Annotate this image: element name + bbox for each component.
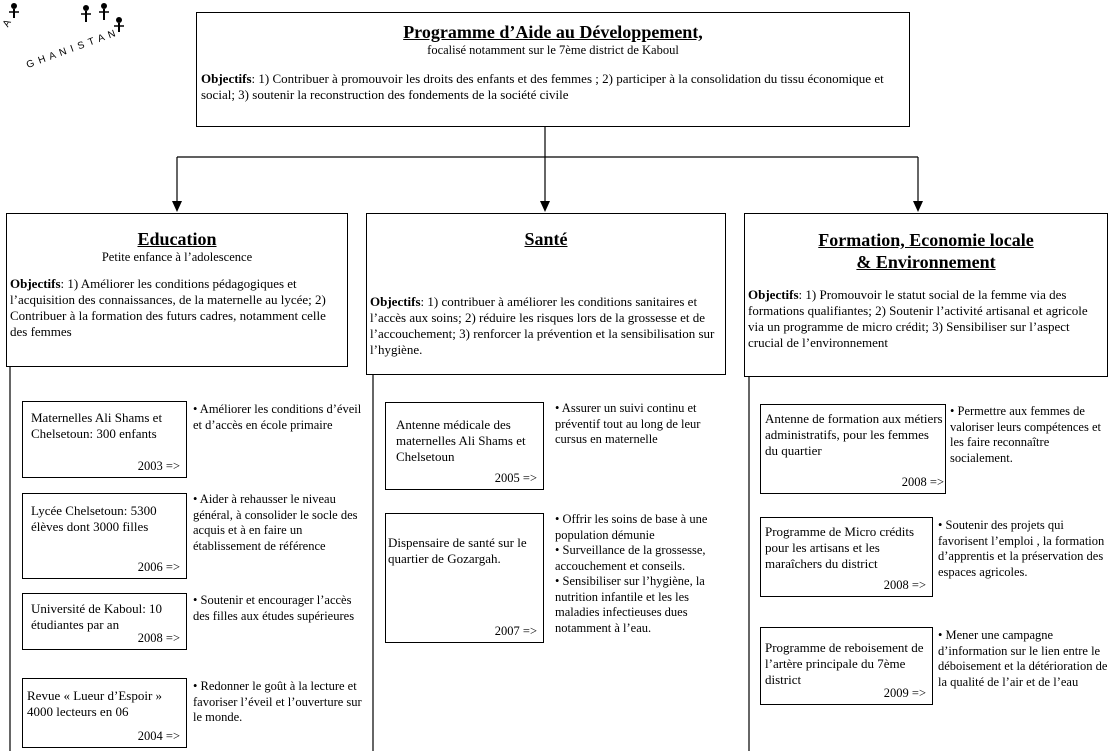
bullet: • Soutenir des projets qui favorisent l’…: [938, 518, 1105, 579]
education-item-year: 2008 =>: [137, 631, 180, 645]
formation-title-1: Formation, Economie locale: [818, 230, 1034, 250]
sante-item-year: 2005 =>: [494, 471, 537, 485]
bullet: • Aider à rehausser le niveau général, à…: [193, 492, 358, 553]
sante-objectives: Objectifs: 1) contribuer à améliorer les…: [370, 294, 722, 358]
sante-objectives-label: Objectifs: [370, 294, 421, 309]
formation-item-name: Antenne de formation aux métiers adminis…: [765, 411, 943, 458]
main-objectives-label: Objectifs: [201, 71, 252, 86]
education-item-bullets: • Améliorer les conditions d’éveil et d’…: [193, 402, 371, 433]
education-item-name: Revue « Lueur d’Espoir » 4000 lecteurs e…: [27, 688, 163, 719]
main-title: Programme d’Aide au Développement,: [403, 22, 703, 42]
education-item-year: 2006 =>: [137, 560, 180, 574]
education-box: Education Petite enfance à l’adolescence…: [6, 213, 348, 367]
education-item: Université de Kaboul: 10 étudiantes par …: [22, 593, 187, 650]
formation-item: Programme de Micro crédits pour les arti…: [760, 517, 933, 597]
bullet: • Améliorer les conditions d’éveil et d’…: [193, 402, 362, 432]
bullet: • Surveillance de la grossesse, accouche…: [555, 543, 706, 573]
sante-box: Santé Objectifs: 1) contribuer à amélior…: [366, 213, 726, 375]
sante-item-name: Antenne médicale des maternelles Ali Sha…: [396, 417, 526, 464]
formation-item: Antenne de formation aux métiers adminis…: [760, 404, 946, 494]
bullet: • Assurer un suivi continu et préventif …: [555, 401, 701, 446]
education-item: Revue « Lueur d’Espoir » 4000 lecteurs e…: [22, 678, 187, 748]
formation-objectives: Objectifs: 1) Promouvoir le statut socia…: [748, 287, 1104, 351]
education-item-name: Université de Kaboul: 10 étudiantes par …: [31, 601, 163, 632]
education-objectives: Objectifs: 1) Améliorer les conditions p…: [10, 276, 344, 340]
formation-item-name: Programme de Micro crédits pour les arti…: [765, 524, 915, 571]
education-item-year: 2004 =>: [137, 729, 180, 743]
sante-item-bullets: • Assurer un suivi continu et préventif …: [555, 401, 705, 448]
sante-objectives-text: : 1) contribuer à améliorer les conditio…: [370, 294, 715, 357]
education-item: Lycée Chelsetoun: 5300 élèves dont 3000 …: [22, 493, 187, 579]
bullet: • Soutenir et encourager l’accès des fil…: [193, 593, 355, 623]
sante-item: Antenne médicale des maternelles Ali Sha…: [385, 402, 544, 490]
education-title: Education: [137, 229, 217, 249]
formation-item-bullets: • Soutenir des projets qui favorisent l’…: [938, 518, 1110, 580]
formation-item-name: Programme de reboisement de l’artère pri…: [765, 640, 924, 687]
formation-item-bullets: • Mener une campagne d’information sur l…: [938, 628, 1110, 690]
formation-title-2: & Environnement: [856, 252, 996, 272]
formation-item-year: 2008 =>: [901, 475, 944, 489]
education-objectives-text: : 1) Améliorer les conditions pédagogiqu…: [10, 276, 326, 339]
education-item-bullets: • Aider à rehausser le niveau général, à…: [193, 492, 371, 554]
formation-item-year: 2009 =>: [883, 686, 926, 700]
formation-box: Formation, Economie locale & Environneme…: [744, 213, 1108, 377]
education-item-name: Maternelles Ali Shams et Chelsetoun: 300…: [31, 410, 163, 441]
formation-item: Programme de reboisement de l’artère pri…: [760, 627, 933, 705]
bullet: • Offrir les soins de base à une populat…: [555, 512, 708, 542]
main-program-box: Programme d’Aide au Développement, focal…: [196, 12, 910, 127]
formation-objectives-label: Objectifs: [748, 287, 799, 302]
education-item: Maternelles Ali Shams et Chelsetoun: 300…: [22, 401, 187, 478]
sante-item-name: Dispensaire de santé sur le quartier de …: [388, 535, 527, 566]
formation-item-year: 2008 =>: [883, 578, 926, 592]
sante-item-bullets: • Offrir les soins de base à une populat…: [555, 512, 725, 636]
logo: A G H A N I S T A N: [0, 0, 150, 72]
main-subtitle: focalisé notamment sur le 7ème district …: [427, 43, 679, 57]
formation-item-bullets: • Permettre aux femmes de valoriser leur…: [950, 404, 1110, 466]
education-item-bullets: • Redonner le goût à la lecture et favor…: [193, 679, 371, 726]
bullet: • Permettre aux femmes de valoriser leur…: [950, 404, 1101, 465]
main-objectives: Objectifs: 1) Contribuer à promouvoir le…: [201, 71, 905, 103]
sante-item: Dispensaire de santé sur le quartier de …: [385, 513, 544, 643]
sante-item-year: 2007 =>: [494, 624, 537, 638]
education-item-year: 2003 =>: [137, 459, 180, 473]
bullet: • Sensibiliser sur l’hygiène, la nutriti…: [555, 574, 705, 635]
education-objectives-label: Objectifs: [10, 276, 61, 291]
bullet: • Redonner le goût à la lecture et favor…: [193, 679, 362, 724]
formation-objectives-text: : 1) Promouvoir le statut social de la f…: [748, 287, 1088, 350]
sante-title: Santé: [524, 229, 568, 249]
education-subtitle: Petite enfance à l’adolescence: [101, 250, 253, 264]
education-item-name: Lycée Chelsetoun: 5300 élèves dont 3000 …: [31, 503, 157, 534]
bullet: • Mener une campagne d’information sur l…: [938, 628, 1108, 689]
main-objectives-text: : 1) Contribuer à promouvoir les droits …: [201, 71, 884, 102]
education-item-bullets: • Soutenir et encourager l’accès des fil…: [193, 593, 371, 624]
